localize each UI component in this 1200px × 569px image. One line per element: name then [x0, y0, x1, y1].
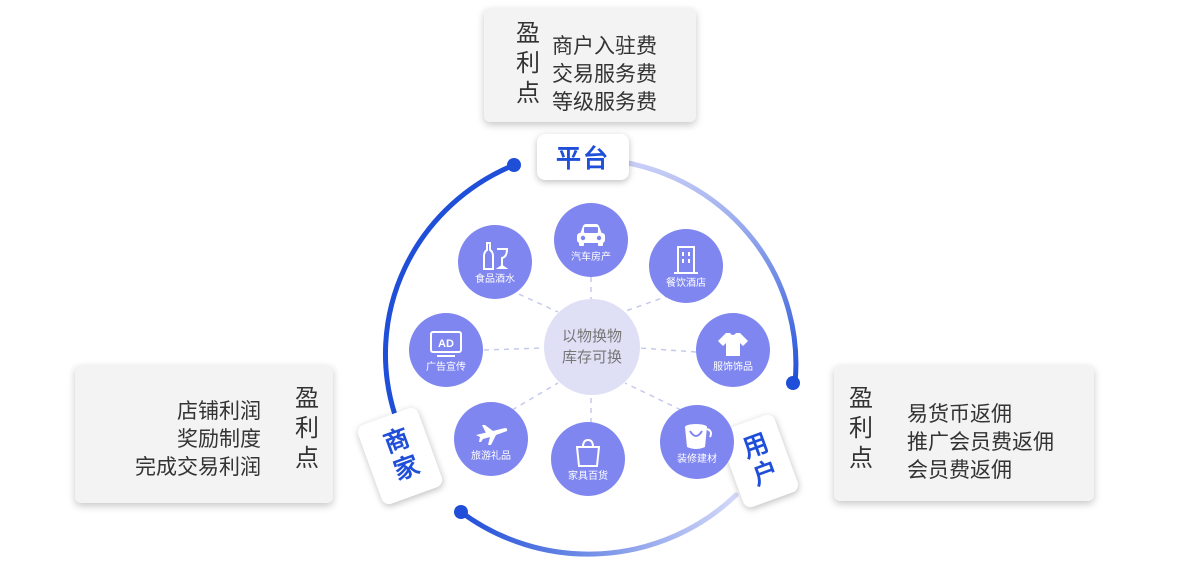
profit-points-title: 盈 利 点 — [516, 19, 540, 107]
merchant-profit-card: 店铺利润 奖励制度 完成交易利润 盈 利 点 — [75, 365, 333, 503]
profit-points-title: 盈 利 点 — [849, 384, 873, 472]
barter-center: 以物换物 库存可换 — [544, 299, 640, 395]
clothing-icon — [718, 332, 748, 356]
user-to-merchant-arc — [458, 492, 739, 557]
arc-dot-user — [786, 376, 800, 390]
wine-icon — [483, 241, 509, 270]
svg-text:AD: AD — [438, 338, 454, 350]
category-node-travel-gifts: 旅游礼品 — [454, 402, 528, 476]
category-label: 餐饮酒店 — [666, 277, 706, 289]
building-icon — [674, 245, 698, 274]
center-line-2: 库存可换 — [561, 348, 622, 366]
user-profit-card: 盈 利 点 易货币返佣 推广会员费返佣 会员费返佣 — [834, 365, 1094, 501]
category-label: 汽车房产 — [571, 251, 611, 263]
category-node-food-drinks: 食品酒水 — [458, 225, 532, 299]
center-line-1: 以物换物 — [561, 327, 622, 345]
spokes — [483, 277, 697, 423]
arc-dot-merchant — [454, 505, 468, 519]
category-label: 旅游礼品 — [471, 450, 511, 462]
airplane-icon — [476, 424, 508, 445]
car-icon — [577, 223, 605, 246]
category-node-building-materials: 装修建材 — [660, 405, 734, 479]
user-profit-list: 易货币返佣 推广会员费返佣 会员费返佣 — [907, 402, 1054, 482]
category-label: 家具百货 — [568, 470, 608, 482]
platform-profit-list: 商户入驻费 交易服务费 等级服务费 — [552, 34, 657, 114]
category-node-catering-hotel: 餐饮酒店 — [649, 229, 723, 303]
category-label: 广告宣传 — [426, 361, 466, 373]
category-node-advertising: AD 广告宣传 — [409, 313, 483, 387]
category-node-furniture-goods: 家具百货 — [551, 422, 625, 496]
platform-tag: 平台 — [537, 134, 629, 180]
shopping-bag-icon — [575, 438, 601, 467]
category-label: 装修建材 — [677, 453, 717, 465]
ad-icon: AD — [430, 330, 462, 357]
category-node-apparel: 服饰饰品 — [696, 313, 770, 387]
platform-to-user-arc — [625, 160, 799, 386]
category-label: 服饰饰品 — [713, 361, 753, 373]
merchant-profit-list: 店铺利润 奖励制度 完成交易利润 — [135, 399, 261, 479]
merchant-to-platform-arc — [383, 162, 517, 418]
platform-profit-card: 盈 利 点 商户入驻费 交易服务费 等级服务费 — [484, 8, 696, 122]
category-node-auto-realty: 汽车房产 — [554, 203, 628, 277]
profit-points-title: 盈 利 点 — [295, 384, 319, 472]
arc-dot-platform — [507, 158, 521, 172]
category-label: 食品酒水 — [475, 273, 515, 285]
paint-bucket-icon — [685, 423, 712, 449]
